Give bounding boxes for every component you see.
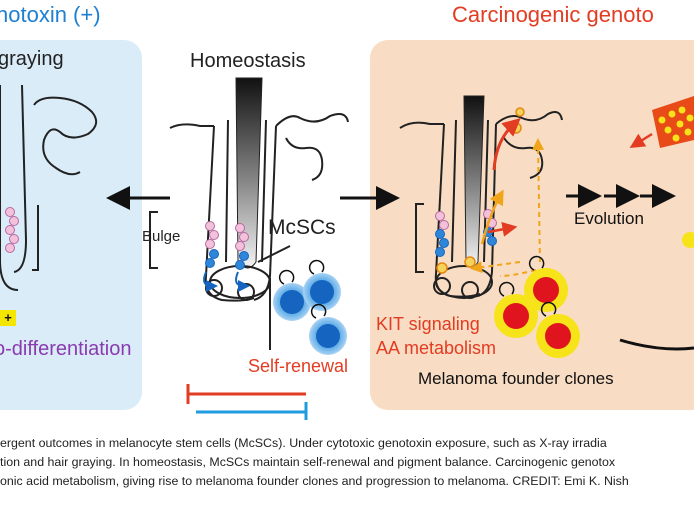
caption-line-3: onic acid metabolism, giving rise to mel… (0, 474, 629, 488)
label-aa-metabolism: AA metabolism (376, 338, 497, 358)
label-evolution: Evolution (574, 209, 644, 228)
inhibition-bars (186, 384, 308, 420)
hair-follicle-diagram (0, 40, 694, 420)
tumor-cells (619, 96, 694, 351)
label-differentiation: o-differentiation (0, 338, 132, 360)
label-melanoma-founder-clones: Melanoma founder clones (418, 369, 614, 388)
mcsc-cluster (269, 259, 347, 355)
founder-clones (494, 255, 580, 358)
label-graying: graying (0, 48, 64, 70)
left-pink-cells (5, 207, 19, 253)
header-genotoxin: notoxin (+) (0, 2, 101, 27)
center-follicle (149, 77, 349, 302)
figure-caption: ergent outcomes in melanocyte stem cells… (0, 434, 694, 491)
caption-line-2: tion and hair graying. In homeostasis, M… (0, 455, 616, 469)
right-panel (370, 40, 694, 410)
label-mcscs: McSCs (268, 216, 336, 239)
right-follicle (399, 95, 563, 299)
plus-badge: + (0, 310, 16, 326)
label-kit-signaling: KIT signaling (376, 314, 480, 334)
left-follicle (0, 84, 98, 291)
label-bulge: Bulge (142, 228, 181, 245)
label-homeostasis: Homeostasis (190, 50, 306, 72)
header-carcinogenic: Carcinogenic genoto (452, 2, 654, 27)
label-self-renewal: Self-renewal (248, 356, 349, 376)
left-panel (0, 40, 142, 410)
caption-line-1: ergent outcomes in melanocyte stem cells… (0, 436, 607, 450)
